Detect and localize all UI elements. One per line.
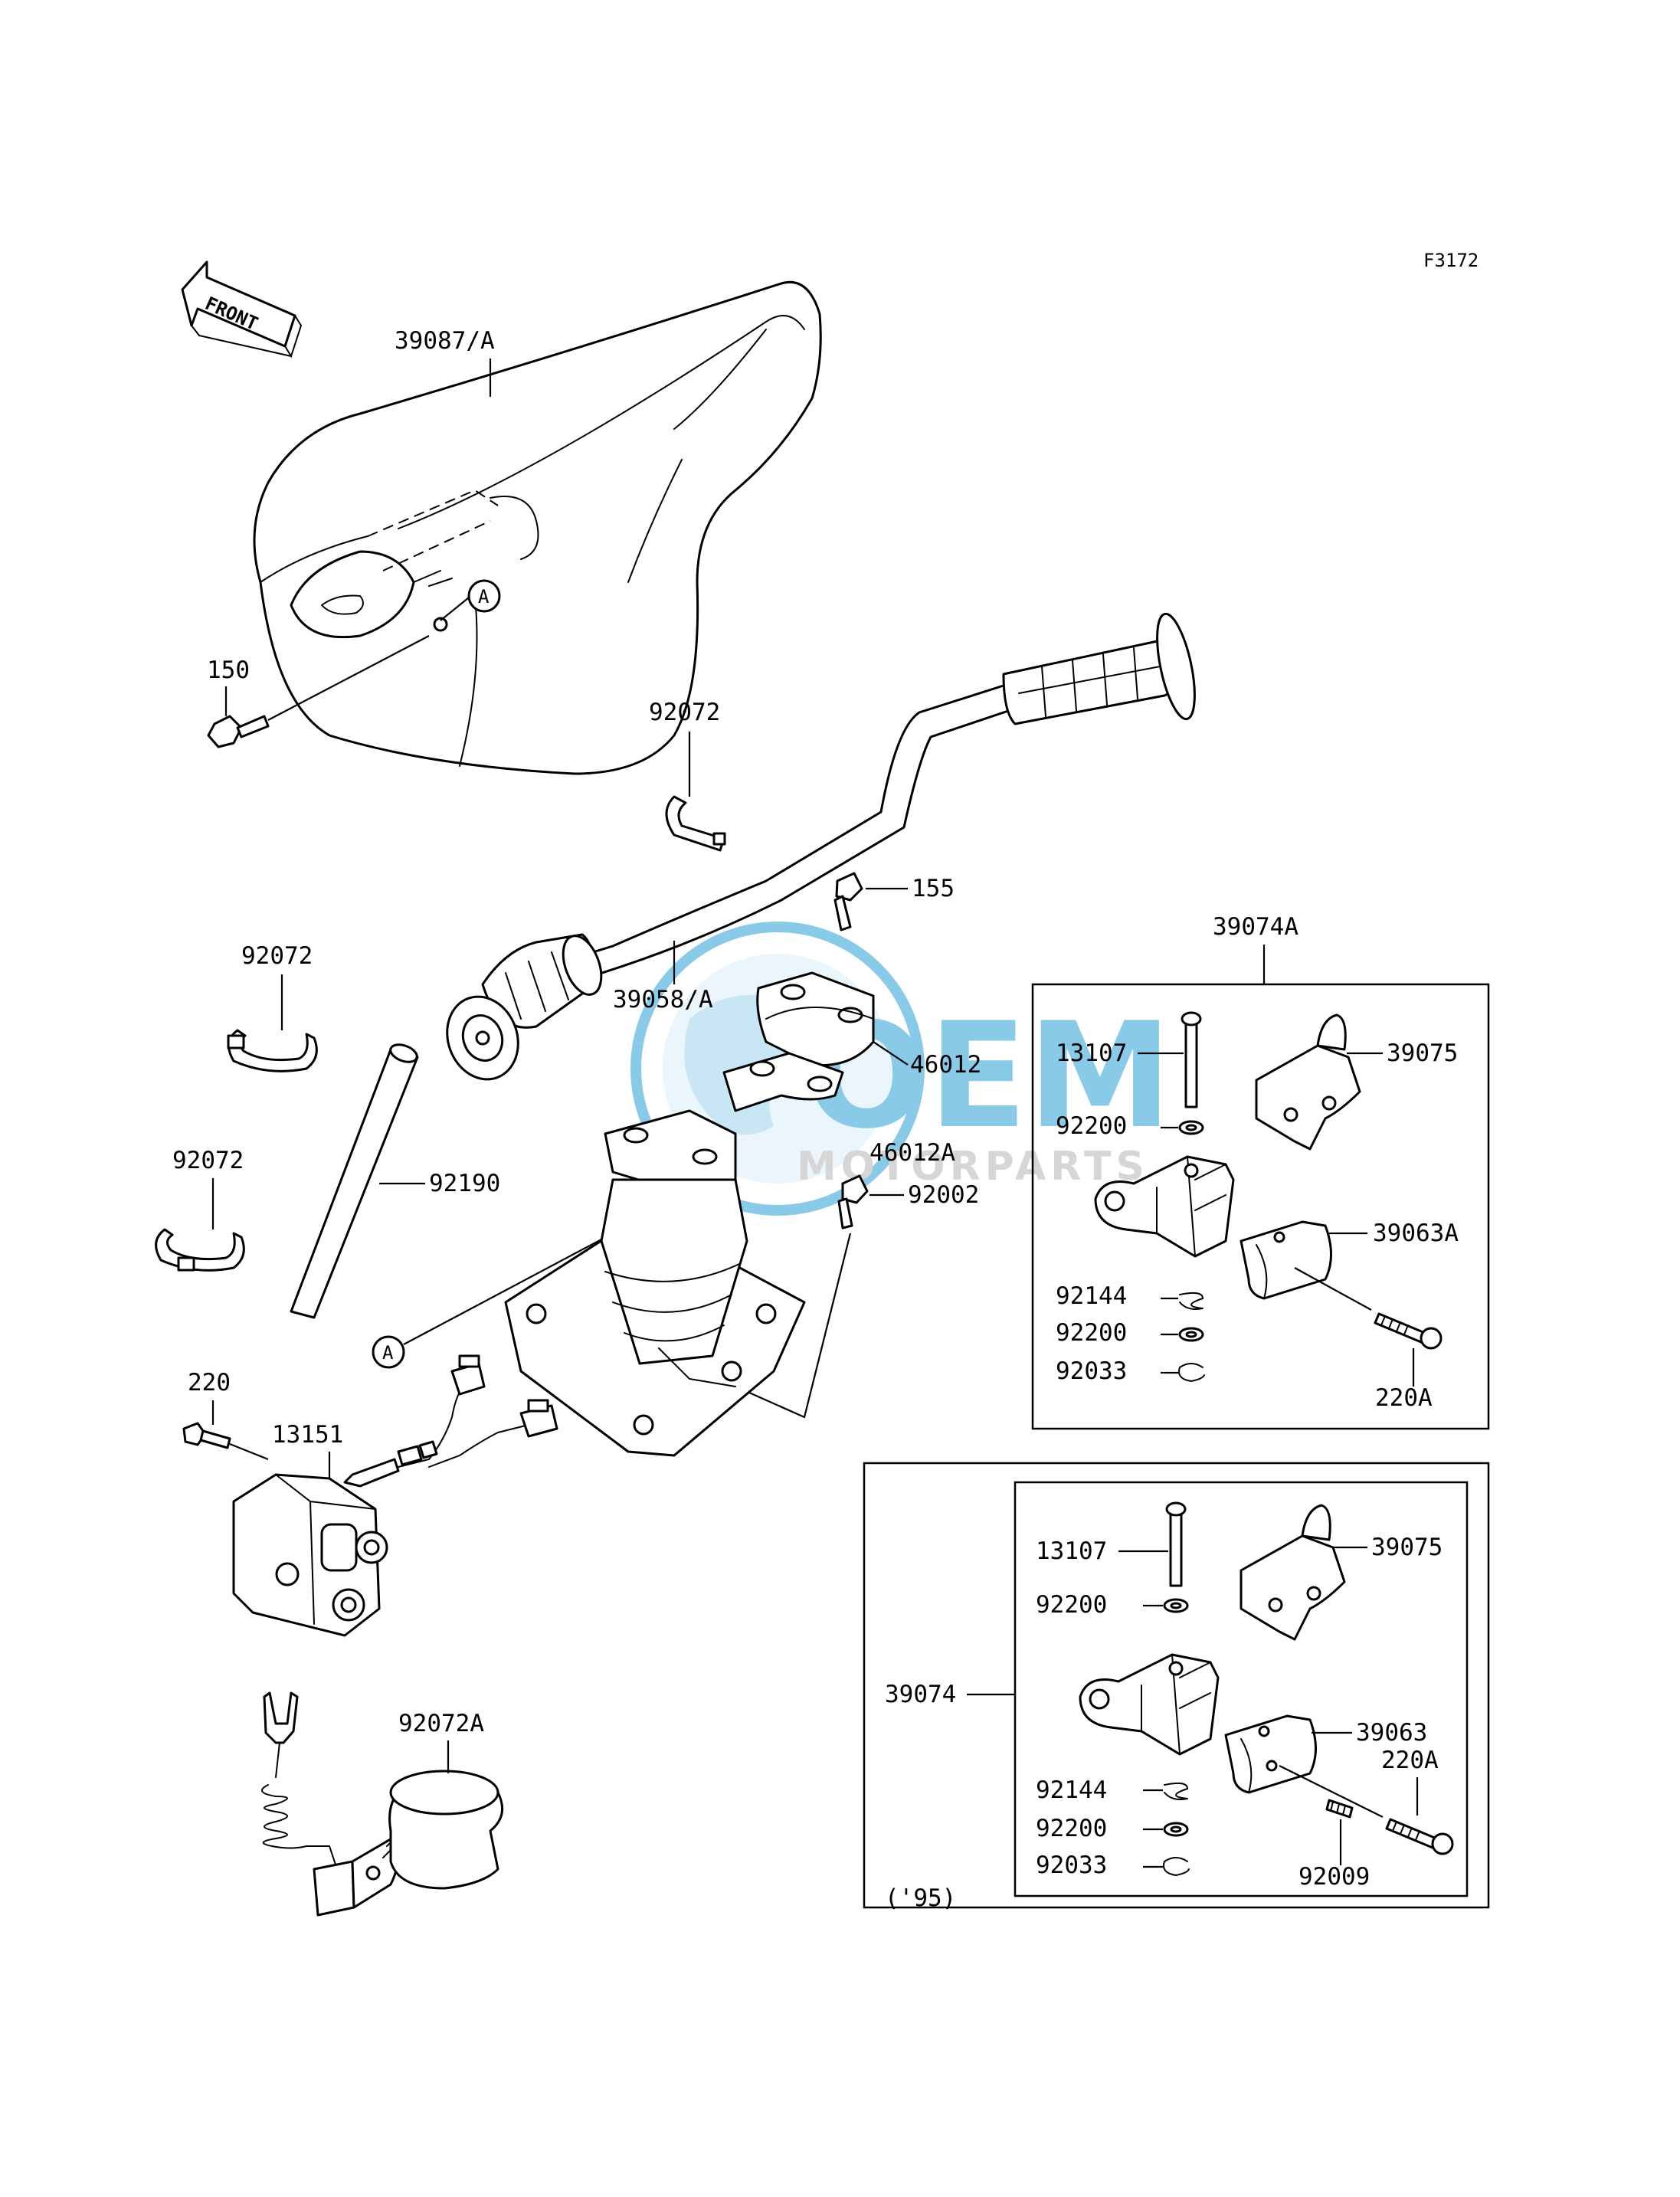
lanyard-92072A xyxy=(261,1691,504,1917)
g2-label-220A: 220A xyxy=(1381,1747,1439,1774)
handlebar-cover xyxy=(253,281,822,775)
g2-label-92144: 92144 xyxy=(1036,1776,1107,1804)
g1-label-39075: 39075 xyxy=(1387,1040,1458,1067)
group-39074A-box xyxy=(1031,983,1490,1430)
strap-92072-left2 xyxy=(155,1228,245,1272)
g1-label-92144: 92144 xyxy=(1056,1282,1127,1310)
bolt-150 xyxy=(207,635,430,748)
ref-marker-a-bottom: A xyxy=(372,1233,614,1369)
steering-post xyxy=(504,1178,806,1457)
g1-label-39063A: 39063A xyxy=(1373,1220,1459,1247)
label-92190: 92190 xyxy=(429,1170,500,1197)
group-39074-inner-box xyxy=(1014,1481,1469,1897)
g2-label-92200b: 92200 xyxy=(1036,1815,1107,1842)
label-220: 220 xyxy=(188,1369,231,1396)
g2-year-note: ('95) xyxy=(885,1884,956,1912)
label-39058A: 39058/A xyxy=(613,986,713,1013)
label-92072-left2: 92072 xyxy=(172,1147,244,1174)
g2-label-39075: 39075 xyxy=(1371,1534,1443,1561)
g1-label-92033: 92033 xyxy=(1056,1357,1127,1385)
bolt-155 xyxy=(833,872,908,932)
svg-text:A: A xyxy=(382,1342,394,1364)
g1-label-13107: 13107 xyxy=(1056,1040,1127,1067)
label-13151: 13151 xyxy=(272,1421,343,1449)
bolt-92002 xyxy=(735,1174,904,1419)
label-92002: 92002 xyxy=(908,1181,979,1209)
group-39074-outer-box xyxy=(863,1462,1490,1909)
diagram-code: F3172 xyxy=(1423,250,1479,271)
g2-label-13107: 13107 xyxy=(1036,1537,1107,1565)
g1-label-92200a: 92200 xyxy=(1056,1112,1127,1140)
front-arrow-icon: FRONT xyxy=(181,260,303,359)
strap-92072-top xyxy=(665,795,726,852)
label-92072A: 92072A xyxy=(398,1710,484,1737)
g2-label-39063: 39063 xyxy=(1356,1719,1427,1747)
g1-label-92200b: 92200 xyxy=(1056,1319,1127,1347)
label-46012: 46012 xyxy=(910,1051,981,1079)
label-150: 150 xyxy=(207,656,250,684)
svg-text:A: A xyxy=(478,586,490,607)
label-92072-left1: 92072 xyxy=(241,942,313,970)
g1-label-220A: 220A xyxy=(1375,1384,1433,1412)
handlebar-39058A xyxy=(446,612,1196,1081)
group-39074-title: 39074 xyxy=(885,1681,956,1708)
g2-label-92009: 92009 xyxy=(1298,1863,1370,1891)
label-46012A: 46012A xyxy=(869,1139,955,1167)
label-39087A: 39087/A xyxy=(395,327,495,355)
g2-label-92033: 92033 xyxy=(1036,1852,1107,1879)
g2-label-92200a: 92200 xyxy=(1036,1591,1107,1619)
clamp-46012A xyxy=(604,1052,844,1197)
label-92072-top: 92072 xyxy=(649,699,720,726)
ref-marker-a-top: A xyxy=(440,579,501,621)
tube-92190 xyxy=(290,1043,425,1319)
bolt-220 xyxy=(182,1422,269,1461)
label-155: 155 xyxy=(912,875,955,902)
group-39074: 39074 13107 39075 92200 39063 220A xyxy=(863,1462,1490,1912)
group-39074A: 39074A 13107 39075 92200 39063A 92 xyxy=(1031,913,1490,1430)
group-39074A-title: 39074A xyxy=(1213,913,1298,941)
strap-92072-left1 xyxy=(227,1029,318,1072)
switch-13151 xyxy=(232,1354,558,1637)
